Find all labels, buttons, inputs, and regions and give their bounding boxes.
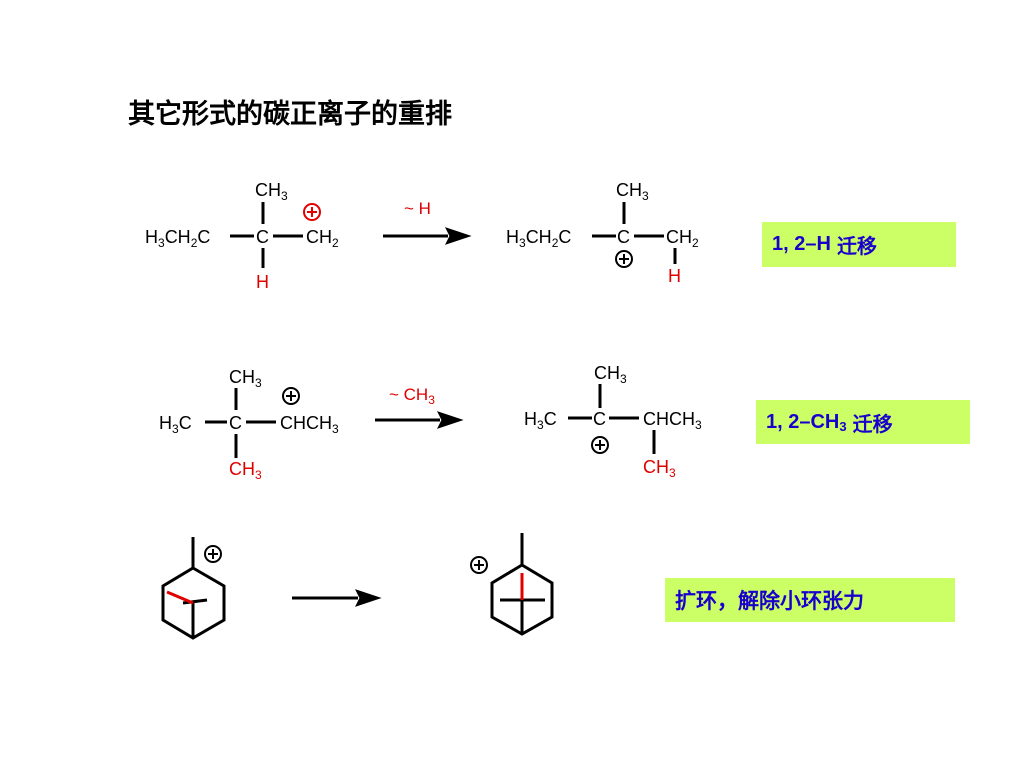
arrow-2-head	[437, 411, 464, 429]
r1-reactant-bottom: H	[256, 272, 269, 292]
r2-reactant-center: C	[229, 413, 242, 433]
r1-reactant-right: CH2	[306, 227, 339, 250]
r1-reagent: ~ H	[404, 199, 431, 218]
slide-title: 其它形式的碳正离子的重排	[128, 99, 452, 130]
r2-product-bottom: CH3	[643, 457, 676, 480]
charge-r3	[204, 545, 222, 563]
r1-product-left: H3CH2C	[506, 227, 572, 250]
r2-reagent: ~ CH3	[389, 385, 435, 407]
label-ring-expansion: 扩环，解除小环张力	[665, 578, 955, 622]
bridge-left	[182, 598, 208, 605]
r2-reactant-top: CH3	[229, 367, 262, 390]
r1-reactant-center: C	[256, 227, 269, 247]
arrow-1-head	[445, 227, 472, 245]
arrow-3-head	[355, 589, 382, 607]
r2-reactant-right: CHCH3	[280, 413, 339, 436]
r1-product-bottom: H	[668, 266, 681, 286]
r1-product-right: CH2	[666, 227, 699, 250]
r1-reactant-top: CH3	[255, 180, 288, 203]
r1-product-center: C	[617, 227, 630, 247]
r1-product-top: CH3	[616, 180, 649, 203]
r1-reactant-left: H3CH2C	[145, 227, 211, 250]
charge-p3	[470, 556, 488, 574]
r2-product-center: C	[593, 409, 606, 429]
r2-product-right: CHCH3	[643, 409, 702, 432]
charge-r1	[303, 203, 321, 221]
r2-product-left: H3C	[524, 409, 557, 432]
migrating-bond-left	[166, 590, 194, 605]
r2-product-top: CH3	[594, 363, 627, 386]
charge-p1	[615, 250, 633, 268]
r2-reactant-bottom: CH3	[229, 459, 262, 482]
charge-r2	[282, 387, 300, 405]
r2-reactant-left: H3C	[159, 413, 192, 436]
charge-p2	[591, 436, 609, 454]
